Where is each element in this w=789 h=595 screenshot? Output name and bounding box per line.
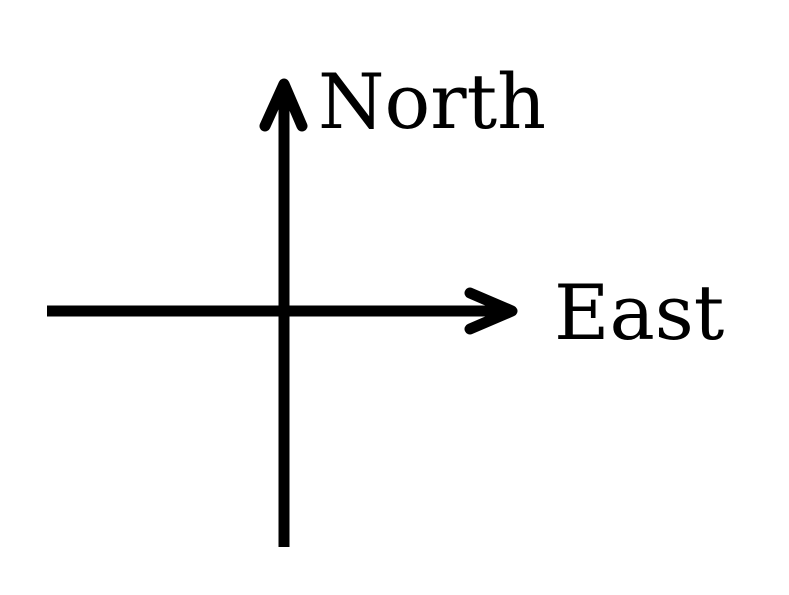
north-arrow-head <box>259 78 308 132</box>
east-arrow-head <box>464 287 518 335</box>
east-label: East <box>554 268 724 357</box>
north-label: North <box>318 57 546 146</box>
